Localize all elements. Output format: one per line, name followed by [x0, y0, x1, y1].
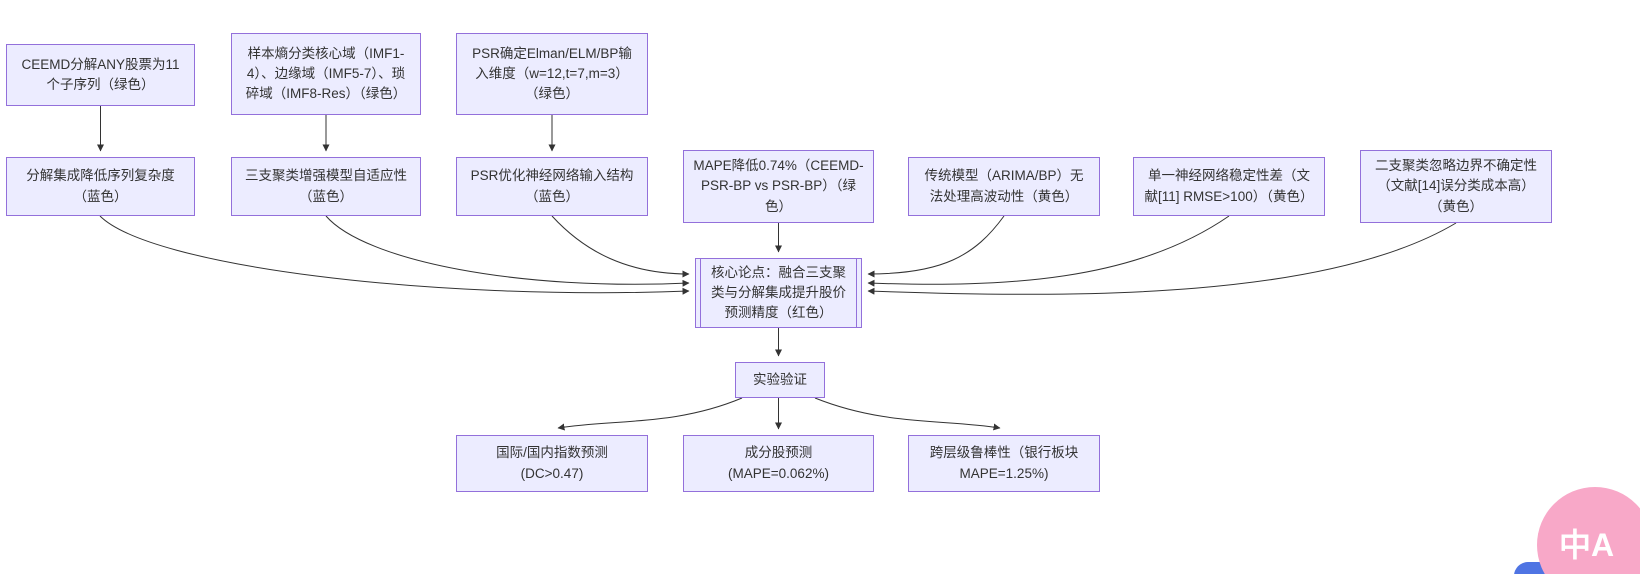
node-sample-entropy: 样本熵分类核心域（IMF1-4）、边缘域（IMF5-7）、琐碎域（IMF8-Re…: [231, 33, 421, 115]
node-index-prediction: 国际/国内指数预测 (DC>0.47): [456, 435, 648, 492]
node-psr-optimization: PSR优化神经网络输入结构（蓝色）: [456, 157, 648, 216]
node-core-thesis: 核心论点：融合三支聚类与分解集成提升股价预测精度（红色）: [695, 258, 862, 328]
node-traditional-models: 传统模型（ARIMA/BP）无法处理高波动性（黄色）: [908, 157, 1100, 216]
node-ceemd-decompose: CEEMD分解ANY股票为11个子序列（绿色）: [6, 44, 195, 106]
edge-twoway-core: [867, 222, 1457, 295]
edge-singlenn-core: [867, 215, 1230, 287]
node-component-prediction: 成分股预测 (MAPE=0.062%): [683, 435, 874, 492]
node-two-way-clustering: 二支聚类忽略边界不确定性（文献[14]误分类成本高）（黄色）: [1360, 150, 1552, 223]
node-cross-level-robustness: 跨层级鲁棒性（银行板块 MAPE=1.25%): [908, 435, 1100, 492]
node-psr-input-dimension: PSR确定Elman/ELM/BP输入维度（w=12,t=7,m=3）（绿色）: [456, 33, 648, 115]
edge-psropt-core: [551, 215, 690, 278]
node-experiment-validation: 实验验证: [735, 362, 825, 398]
node-three-way-clustering: 三支聚类增强模型自适应性（蓝色）: [231, 157, 421, 216]
edge-trad-core: [867, 215, 1005, 278]
translate-fab-label: 中A: [1559, 527, 1615, 563]
node-single-nn-stability: 单一神经网络稳定性差（文献[11] RMSE>100）（黄色）: [1133, 157, 1325, 216]
edge-threeway-core: [325, 215, 690, 287]
edge-exp-robust: [814, 397, 1001, 431]
edge-decomp-core: [99, 215, 690, 295]
node-decomp-integration: 分解集成降低序列复杂度（蓝色）: [6, 157, 195, 216]
edge-exp-index: [557, 397, 743, 431]
node-mape-reduction: MAPE降低0.74%（CEEMD-PSR-BP vs PSR-BP）（绿色）: [683, 150, 874, 223]
